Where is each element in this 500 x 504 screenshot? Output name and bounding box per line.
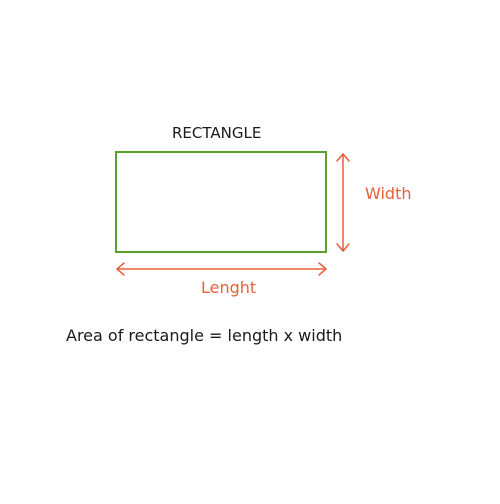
area-formula: Area of rectangle = length x width bbox=[66, 326, 343, 345]
diagram-title: RECTANGLE bbox=[172, 124, 262, 142]
length-label: Lenght bbox=[201, 278, 257, 297]
rectangle-shape bbox=[115, 151, 327, 253]
width-arrow bbox=[336, 153, 350, 252]
width-label: Width bbox=[365, 184, 412, 203]
length-arrow bbox=[116, 262, 327, 276]
